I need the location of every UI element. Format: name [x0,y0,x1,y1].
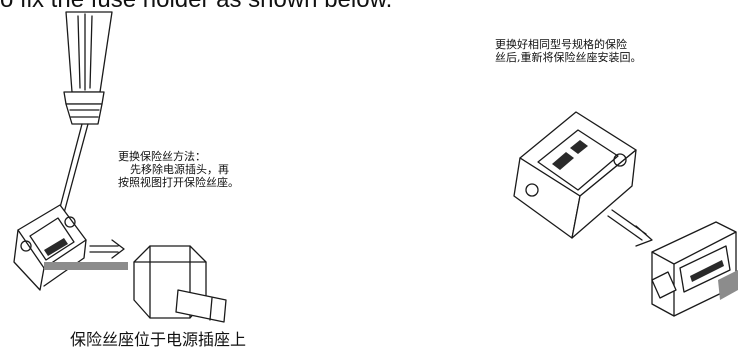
arrow-right-icon [89,239,125,259]
note-line-1: 更换好相同型号规格的保险 [495,38,627,51]
fuse-drawer-icon [651,221,738,317]
screwdriver-icon [51,11,113,240]
power-plug-icon [133,245,227,323]
replacement-method-note: 更换保险丝方法： 先移除电源插头，再 按照视图打开保险丝座。 [118,150,239,189]
note-line-3: 按照视图打开保险丝座。 [118,176,239,189]
fuse-holder-caption: 保险丝座位于电源插座上 [70,330,247,349]
arrow-down-right-icon [607,209,653,247]
fuse-holder-right-icon [513,111,637,239]
fuse-holder-left-icon [13,204,128,291]
reinstall-note: 更换好相同型号规格的保险 丝后,重新将保险丝座安装回。 [495,38,642,64]
note-line-1: 更换保险丝方法： [118,150,206,163]
instruction-header: o fix the fuse holder as shown below. [0,0,738,14]
note-line-2: 丝后,重新将保险丝座安装回。 [495,51,642,64]
note-line-2: 先移除电源插头，再 [130,163,229,176]
